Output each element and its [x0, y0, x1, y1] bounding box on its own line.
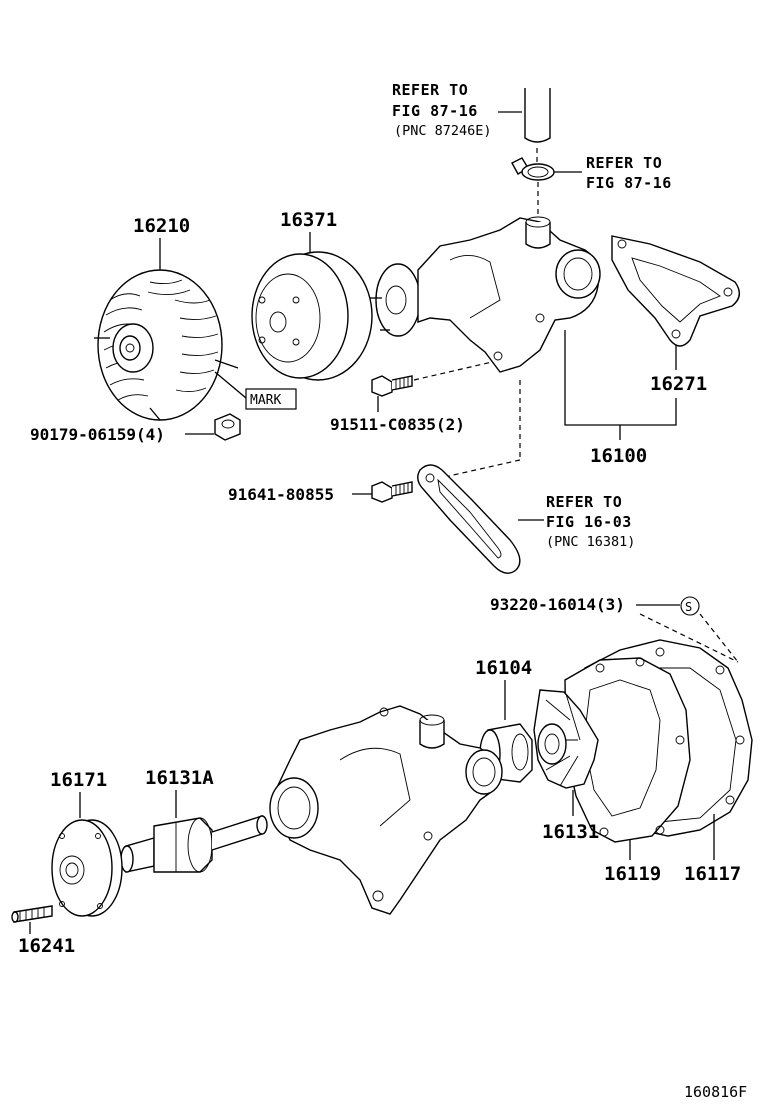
- bolt-91641: [371, 481, 413, 503]
- nut-90179: [214, 413, 241, 441]
- mark-label: MARK: [250, 393, 281, 408]
- hose-pipe: [524, 88, 551, 162]
- part-16271-label: 16271: [650, 373, 707, 395]
- refer-top-line2: FIG 87-16: [392, 102, 478, 120]
- part-16241-label: 16241: [18, 935, 75, 957]
- fan-fluid-coupling: [94, 269, 239, 421]
- part-90179-label: 90179-06159(4): [30, 425, 165, 444]
- part-16371-label: 16371: [280, 209, 337, 231]
- plate-16119: [564, 657, 691, 843]
- part-16171-label: 16171: [50, 769, 107, 791]
- s-symbol-circle: [680, 596, 700, 616]
- water-pump-body: [269, 705, 503, 915]
- refer-bracket-line2: FIG 16-03: [546, 513, 632, 531]
- part-16131A-label: 16131A: [145, 767, 214, 789]
- impeller-16131: [533, 689, 599, 789]
- refer-top-line1: REFER TO: [392, 81, 468, 99]
- part-16117-label: 16117: [684, 863, 741, 885]
- part-91641-label: 91641-80855: [228, 485, 334, 504]
- s-symbol: S: [685, 600, 692, 614]
- part-91511-label: 91511-C0835(2): [330, 415, 465, 434]
- part-93220-label: 93220-16014(3): [490, 595, 625, 614]
- refer-bracket-line1: REFER TO: [546, 493, 622, 511]
- refer-clamp-line2: FIG 87-16: [586, 174, 672, 192]
- gasket-16271: [611, 235, 740, 347]
- refer-bracket-pnc: (PNC 16381): [546, 534, 635, 550]
- pulley: [251, 251, 373, 381]
- part-16210-label: 16210: [133, 215, 190, 237]
- bolt-91511: [371, 375, 413, 397]
- stud-bolt-16241: [11, 905, 53, 923]
- figure-code: 160816F: [684, 1083, 747, 1101]
- bearing-shaft-16131A: [120, 815, 268, 873]
- part-16119-label: 16119: [604, 863, 661, 885]
- fan-flange-16171: [51, 819, 123, 917]
- part-16100-label: 16100: [590, 445, 647, 467]
- refer-top-pnc: (PNC 87246E): [394, 123, 492, 139]
- part-16131-label: 16131: [542, 821, 599, 843]
- part-16104-label: 16104: [475, 657, 532, 679]
- adjusting-bracket: [417, 464, 521, 574]
- hose-clamp: [511, 157, 555, 218]
- water-pump-assembly: [370, 216, 601, 373]
- refer-clamp-line1: REFER TO: [586, 154, 662, 172]
